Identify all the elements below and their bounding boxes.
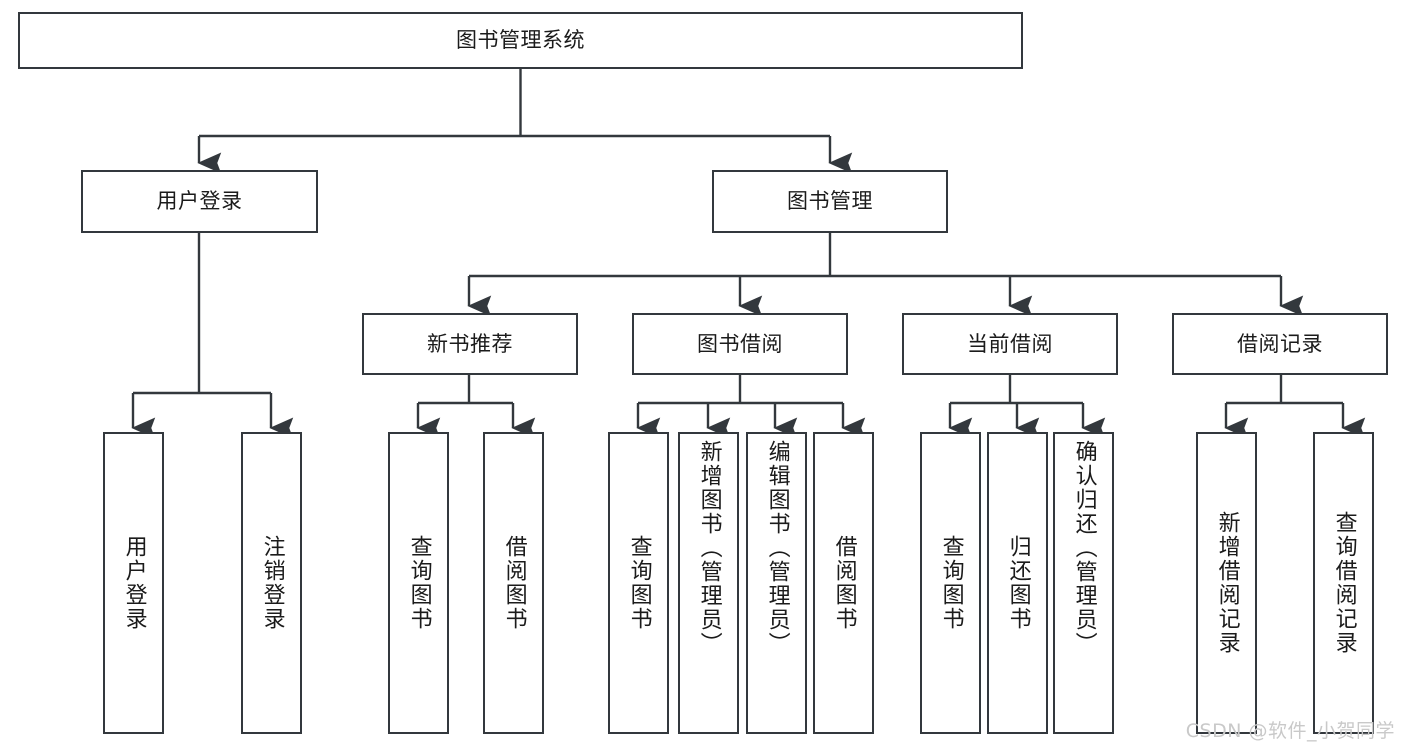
node-new-book-recommend[interactable]: 新书推荐 xyxy=(362,313,578,375)
node-label: 图书管理 xyxy=(787,189,873,214)
node-borrow-records[interactable]: 借阅记录 xyxy=(1172,313,1388,375)
node-label: 借阅记录 xyxy=(1237,331,1323,356)
leaf-current-return-book[interactable]: 归还图书 xyxy=(987,432,1048,734)
leaf-current-query-book[interactable]: 查询图书 xyxy=(920,432,981,734)
node-label: 新增借阅记录 xyxy=(1214,511,1240,655)
node-label: 借阅图书 xyxy=(501,535,527,631)
node-label: 查询借阅记录 xyxy=(1331,511,1357,655)
leaf-current-confirm-return[interactable]: 确认归还（管理员） xyxy=(1053,432,1114,734)
node-current-borrow[interactable]: 当前借阅 xyxy=(902,313,1118,375)
node-book-borrow[interactable]: 图书借阅 xyxy=(632,313,848,375)
leaf-records-add-record[interactable]: 新增借阅记录 xyxy=(1196,432,1257,734)
node-label: 编辑图书（管理员） xyxy=(764,440,790,656)
leaf-records-query-record[interactable]: 查询借阅记录 xyxy=(1313,432,1374,734)
node-label: 归还图书 xyxy=(1005,535,1031,631)
watermark: CSDN @软件_小贺同学 xyxy=(1185,720,1395,742)
node-label: 用户登录 xyxy=(121,535,147,631)
node-label: 当前借阅 xyxy=(967,331,1053,356)
node-label: 用户登录 xyxy=(156,189,243,214)
node-user-login[interactable]: 用户登录 xyxy=(81,170,318,233)
node-label: 新书推荐 xyxy=(427,331,513,356)
leaf-new-book-borrow[interactable]: 借阅图书 xyxy=(483,432,544,734)
node-book-management[interactable]: 图书管理 xyxy=(712,170,948,233)
leaf-borrow-add-book[interactable]: 新增图书（管理员） xyxy=(678,432,739,734)
leaf-user-login-signout[interactable]: 注销登录 xyxy=(241,432,302,734)
leaf-borrow-query-book[interactable]: 查询图书 xyxy=(608,432,669,734)
node-label: 查询图书 xyxy=(938,535,964,631)
node-label: 图书管理系统 xyxy=(456,28,585,53)
leaf-new-book-query[interactable]: 查询图书 xyxy=(388,432,449,734)
leaf-borrow-borrow-book[interactable]: 借阅图书 xyxy=(813,432,874,734)
node-label: 图书借阅 xyxy=(697,331,783,356)
node-label: 查询图书 xyxy=(626,535,652,631)
leaf-user-login-signin[interactable]: 用户登录 xyxy=(103,432,164,734)
node-label: 借阅图书 xyxy=(831,535,857,631)
node-label: 确认归还（管理员） xyxy=(1071,440,1097,656)
node-label: 新增图书（管理员） xyxy=(696,440,722,656)
leaf-borrow-edit-book[interactable]: 编辑图书（管理员） xyxy=(746,432,807,734)
node-label: 查询图书 xyxy=(406,535,432,631)
node-label: 注销登录 xyxy=(259,535,285,631)
node-root-system[interactable]: 图书管理系统 xyxy=(18,12,1023,69)
